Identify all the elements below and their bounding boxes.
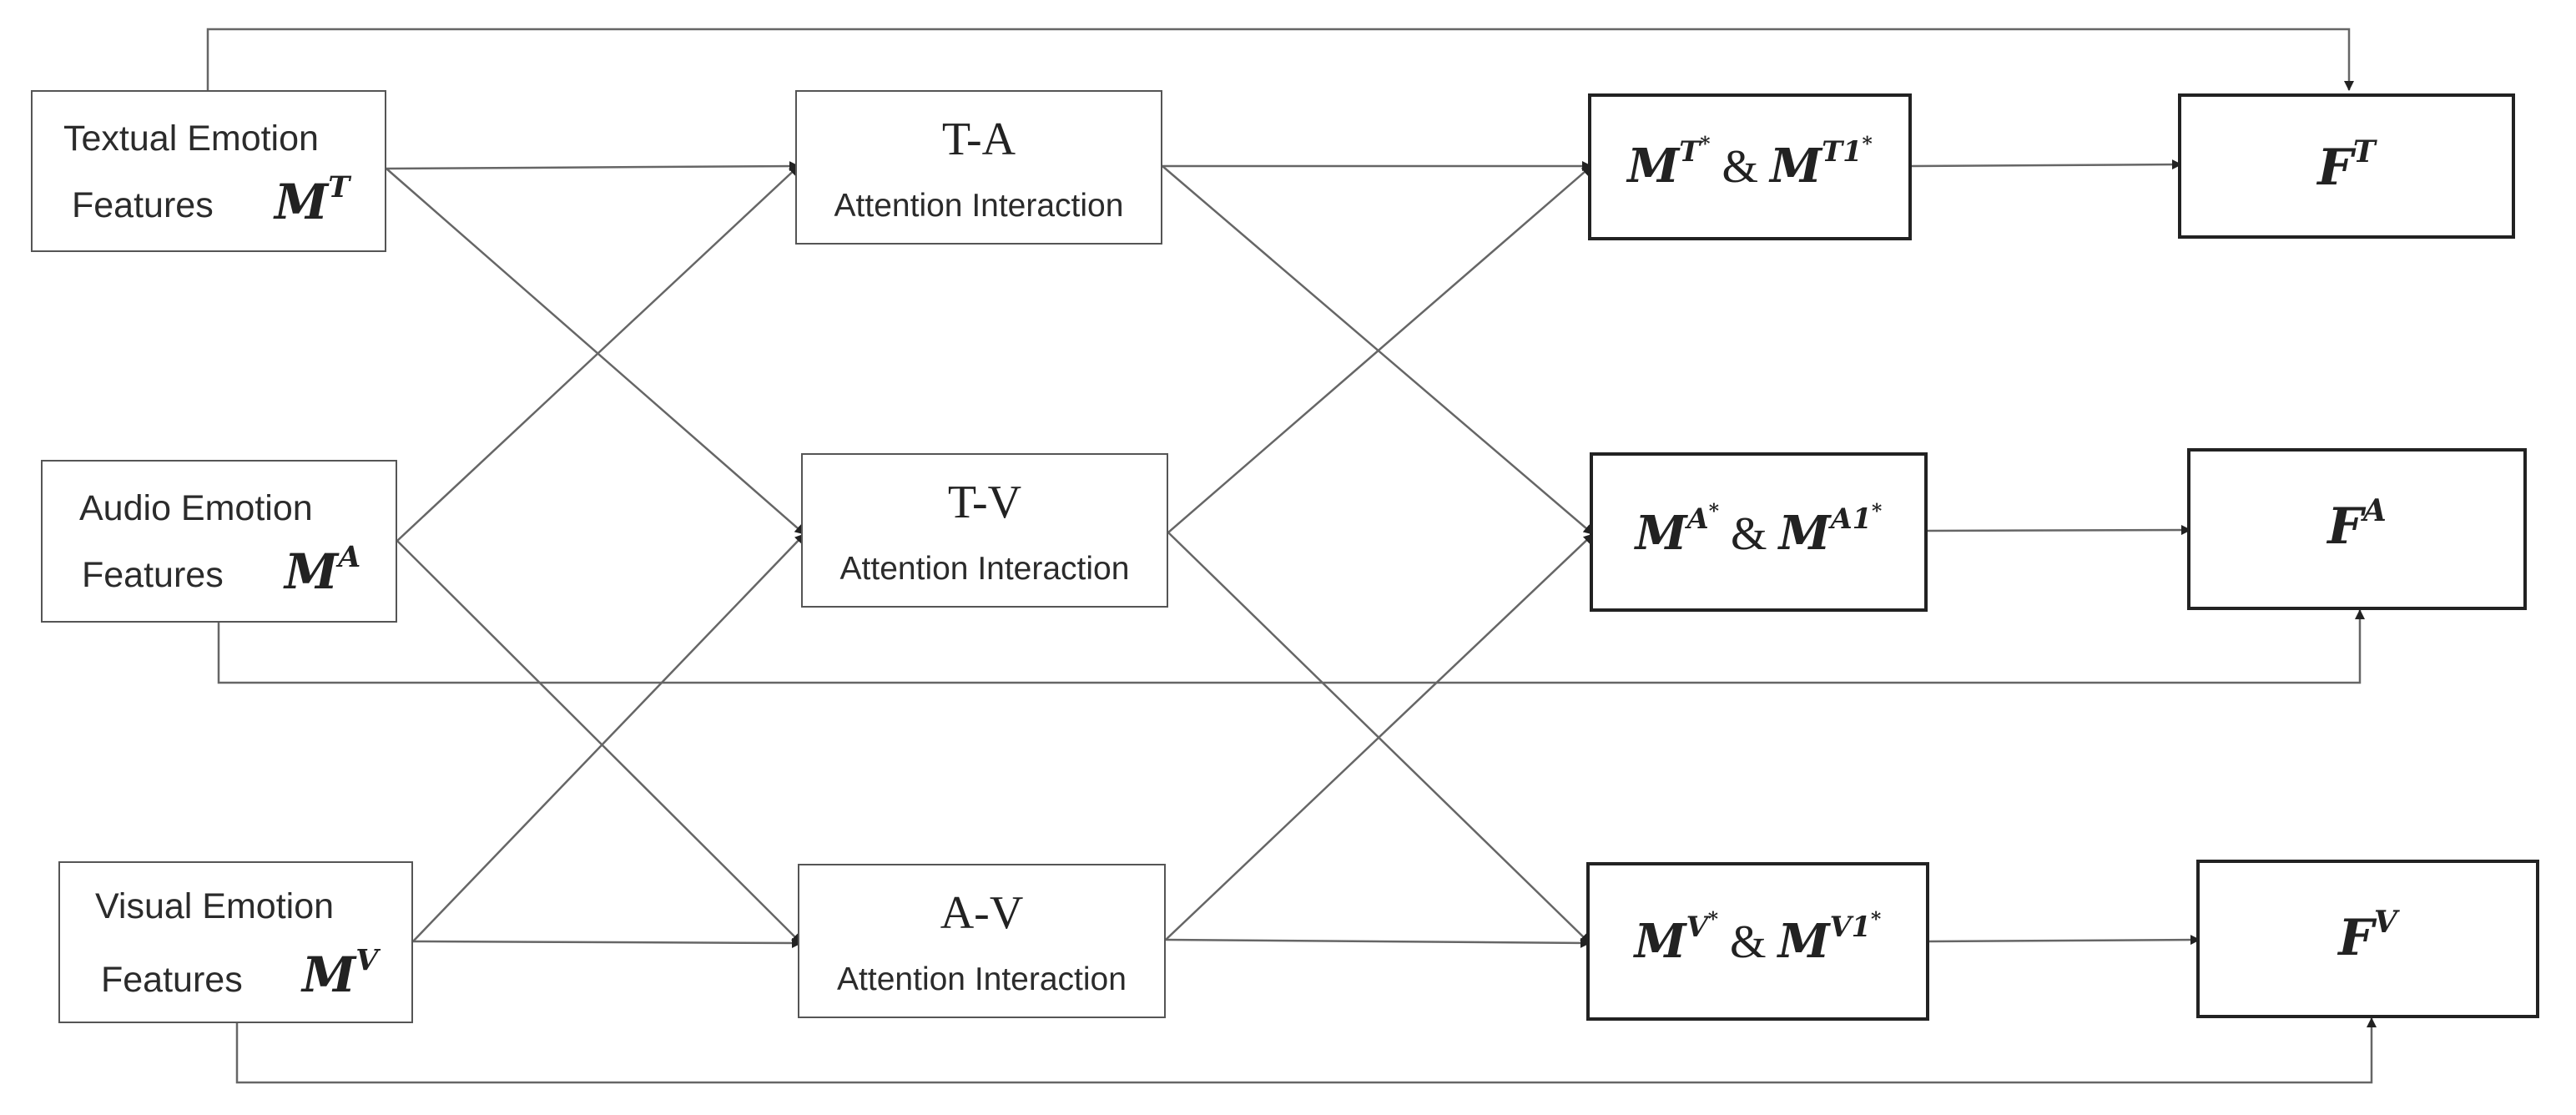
mt-expression: MT* & MT1* (1627, 131, 1873, 194)
edge-text-to-tv (386, 168, 805, 535)
ma-expression: MA* & MA1* (1635, 498, 1883, 561)
tv-interaction-box: T-V Attention Interaction (801, 453, 1168, 608)
mv-box: MV* & MV1* (1586, 862, 1929, 1021)
av-subtitle: Attention Interaction (837, 961, 1127, 997)
av-interaction-box: A-V Attention Interaction (798, 864, 1166, 1018)
ma-box: MA* & MA1* (1590, 452, 1928, 612)
edge-visual-to-tv (412, 533, 805, 942)
ft-symbol: FT (2317, 134, 2376, 197)
visual-features-symbol: MV (302, 942, 379, 1003)
visual-features-line2: Features (101, 960, 243, 1000)
av-title: A-V (940, 887, 1024, 939)
ta-title: T-A (941, 114, 1016, 165)
skip-audio-to-fa (217, 609, 2365, 684)
textual-features-box: Textual Emotion Features MT (31, 90, 386, 252)
visual-features-line1: Visual Emotion (95, 886, 335, 926)
fa-box: FA (2187, 448, 2527, 610)
textual-features-line1: Textual Emotion (63, 119, 319, 159)
audio-features-line2: Features (82, 555, 224, 595)
ft-box: FT (2178, 93, 2515, 239)
visual-features-box: Visual Emotion Features MV (58, 861, 413, 1023)
ta-interaction-box: T-A Attention Interaction (795, 90, 1162, 245)
mt-box: MT* & MT1* (1588, 93, 1912, 240)
tv-title: T-V (947, 477, 1022, 528)
edge-text-to-ta (386, 161, 799, 172)
edge-visual-to-av (412, 937, 802, 948)
skip-text-to-ft (206, 28, 2354, 91)
audio-features-box: Audio Emotion Features MA (41, 460, 397, 623)
fv-box: FV (2196, 860, 2539, 1018)
skip-visual-to-fv (235, 1017, 2377, 1084)
fv-symbol: FV (2338, 905, 2397, 967)
audio-features-symbol: MA (285, 539, 361, 600)
edge-av-to-ma (1165, 533, 1594, 941)
edge-mv-to-fv (1928, 935, 2200, 946)
edge-av-to-mv (1165, 937, 1590, 948)
textual-features-symbol: MT (275, 169, 350, 230)
mv-expression: MV* & MV1* (1634, 906, 1882, 969)
fa-symbol: FA (2327, 493, 2387, 556)
edge-tv-to-mt (1167, 165, 1592, 533)
edge-audio-to-av (396, 540, 802, 944)
edge-ma-to-fa (1927, 525, 2191, 536)
edge-mt-to-ft (1911, 159, 2182, 170)
ta-subtitle: Attention Interaction (834, 188, 1124, 224)
tv-subtitle: Attention Interaction (839, 551, 1130, 587)
textual-features-line2: Features (72, 185, 214, 225)
edge-audio-to-ta (396, 165, 799, 542)
audio-features-line1: Audio Emotion (79, 488, 313, 528)
